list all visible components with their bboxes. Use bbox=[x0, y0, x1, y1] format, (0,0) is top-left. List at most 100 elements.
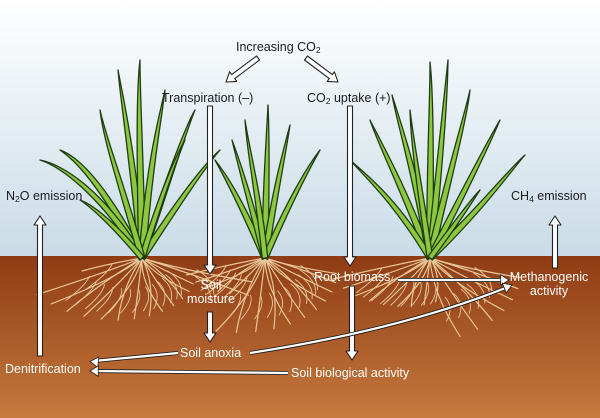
root-strand bbox=[264, 257, 291, 325]
root-strand bbox=[100, 257, 143, 320]
root-branch bbox=[356, 268, 382, 293]
root-branch bbox=[157, 281, 166, 307]
root-strand bbox=[215, 257, 266, 332]
root-branch bbox=[200, 266, 227, 291]
arrow-anoxia-to-methanogenic bbox=[249, 282, 513, 355]
root-biomass-label: Root biomass bbox=[314, 270, 391, 284]
root-branch bbox=[151, 284, 158, 310]
root-branch bbox=[84, 284, 105, 310]
grass-plants bbox=[39, 59, 526, 261]
grass-blade bbox=[99, 109, 146, 260]
root-branch bbox=[466, 283, 480, 309]
root-strand bbox=[264, 257, 306, 318]
n2o-emission-label: N2O emission bbox=[6, 189, 83, 204]
root-strand bbox=[429, 257, 479, 330]
arrow-root-biomass-to-methanogenic bbox=[398, 274, 510, 286]
root-strand bbox=[429, 257, 493, 322]
root-branch bbox=[362, 272, 388, 298]
co2-uptake-label: CO2 uptake (+) bbox=[307, 91, 391, 106]
root-strand bbox=[264, 257, 337, 275]
root-branch bbox=[300, 265, 319, 291]
grass-blade bbox=[244, 119, 269, 260]
root-branch bbox=[299, 269, 317, 295]
root-branch bbox=[167, 270, 182, 296]
root-strand bbox=[83, 257, 143, 317]
grass-plant-2 bbox=[214, 104, 321, 261]
arrow-biological-activity-to-denitrification-head bbox=[89, 365, 99, 377]
root-cluster-1 bbox=[36, 257, 253, 321]
arrow-biological-activity-to-denitrification bbox=[89, 365, 289, 377]
sky-background bbox=[0, 0, 600, 258]
grass-blade bbox=[426, 89, 471, 260]
arrow-anoxia-to-denitrification-head bbox=[89, 356, 100, 369]
root-strand bbox=[141, 257, 190, 293]
root-branch bbox=[120, 288, 132, 314]
root-branch bbox=[165, 274, 178, 300]
grass-plant-1 bbox=[39, 59, 221, 261]
grass-blade bbox=[79, 199, 145, 261]
root-branch bbox=[284, 287, 293, 313]
root-cluster-2 bbox=[185, 257, 337, 334]
grass-blade bbox=[261, 124, 291, 260]
arrow-methanogenic-to-ch4 bbox=[548, 215, 562, 269]
arrow-root-biomass-to-biological-activity bbox=[345, 285, 359, 361]
root-branch bbox=[96, 286, 114, 312]
root-branch bbox=[86, 264, 113, 289]
arrow-transpiration-to-soil-moisture-body bbox=[203, 105, 217, 275]
root-strand bbox=[264, 257, 333, 293]
root-strand bbox=[195, 257, 266, 283]
soil-moisture-label: Soil moisture bbox=[187, 278, 235, 306]
root-strand bbox=[429, 257, 521, 279]
root-branch bbox=[221, 274, 242, 300]
soil-biological-activity-label: Soil biological activity bbox=[291, 366, 410, 380]
arrow-co2-to-transpiration bbox=[225, 55, 261, 83]
arrow-root-biomass-to-methanogenic-head bbox=[500, 274, 510, 286]
grass-blade bbox=[261, 149, 321, 260]
root-strand bbox=[429, 257, 505, 312]
arrow-co2-to-uptake-body bbox=[303, 55, 339, 83]
root-branch bbox=[410, 281, 422, 307]
arrow-soil-moisture-to-anoxia bbox=[203, 311, 217, 343]
root-branch bbox=[390, 280, 408, 306]
root-strand bbox=[50, 257, 143, 305]
root-strand bbox=[141, 257, 164, 312]
root-branch bbox=[277, 290, 284, 316]
arrow-methanogenic-to-ch4-body bbox=[548, 215, 562, 269]
root-branch bbox=[161, 277, 173, 303]
arrow-uptake-to-root-biomass-body bbox=[343, 105, 357, 267]
root-strand bbox=[235, 257, 266, 334]
root-strand bbox=[264, 257, 276, 330]
arrow-co2-to-uptake bbox=[303, 55, 339, 83]
methanogenic-activity-label: Methanogenic activity bbox=[509, 270, 589, 298]
grass-blade bbox=[138, 89, 166, 260]
root-strand bbox=[66, 257, 143, 312]
flow-arrows bbox=[33, 55, 562, 377]
root-branch bbox=[294, 279, 308, 304]
root-strand bbox=[264, 257, 327, 302]
root-strand bbox=[343, 257, 431, 289]
root-branch bbox=[131, 287, 141, 313]
root-branch bbox=[108, 288, 123, 314]
root-branch bbox=[65, 275, 90, 301]
grass-plant-3 bbox=[349, 59, 526, 261]
grass-blade bbox=[426, 59, 449, 259]
root-branch bbox=[240, 294, 252, 320]
root-strand bbox=[255, 257, 266, 333]
ch4-emission-label: CH4 emission bbox=[511, 189, 587, 204]
grass-blade bbox=[427, 154, 526, 261]
grass-blade bbox=[138, 149, 221, 261]
root-strand bbox=[368, 257, 431, 302]
root-strand bbox=[332, 257, 431, 280]
arrow-biological-activity-to-denitrification-shaft bbox=[93, 369, 289, 375]
transpiration-label: Transpiration (–) bbox=[162, 91, 254, 105]
arrow-uptake-to-root-biomass bbox=[343, 105, 357, 267]
soil-anoxia-label: Soil anoxia bbox=[180, 346, 242, 360]
root-strand bbox=[228, 257, 266, 295]
root-strand bbox=[429, 257, 513, 301]
root-strand bbox=[117, 257, 143, 321]
arrow-co2-to-transpiration-body bbox=[225, 55, 261, 83]
grass-blade bbox=[369, 119, 434, 260]
root-strand bbox=[141, 257, 184, 300]
